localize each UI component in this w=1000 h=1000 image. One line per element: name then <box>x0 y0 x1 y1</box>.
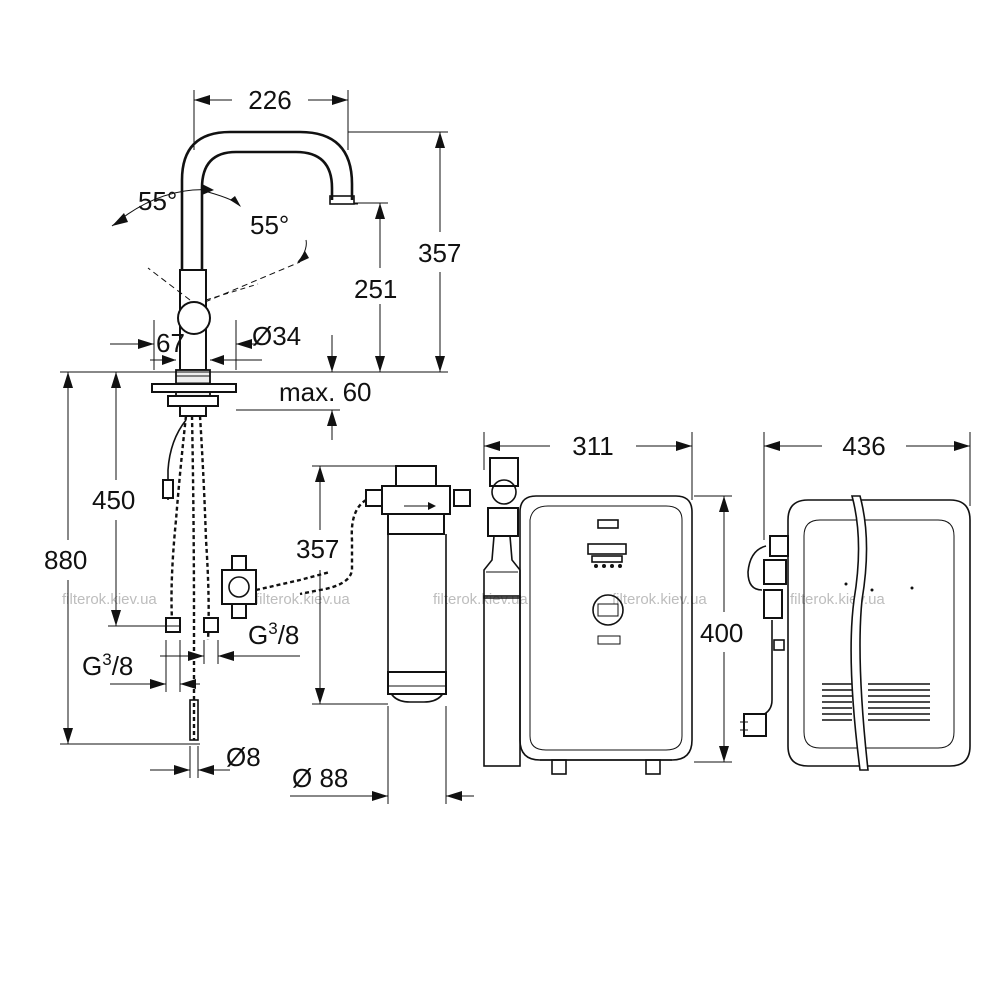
vent-grille <box>822 683 930 721</box>
dim-boiler-depth: 436 <box>842 431 885 461</box>
boiler-side-drawing <box>740 495 971 771</box>
power-plug <box>743 713 767 737</box>
dim-spout-height: 251 <box>354 274 397 304</box>
dim-angle-right: 55° <box>250 210 289 240</box>
filter-dimensions: 357 Ø 88 <box>290 465 474 804</box>
boiler-housing <box>519 495 693 761</box>
control-panel-top <box>587 543 627 555</box>
hose-fitting-left <box>165 617 181 633</box>
watermark-layer: filterok.kiev.ua filterok.kiev.ua filter… <box>62 591 885 608</box>
dim-pipe-diameter: Ø34 <box>252 321 301 351</box>
faucet-drawing <box>111 130 358 741</box>
dim-total-height: 880 <box>44 545 87 575</box>
dim-thread-right: G3/8 <box>248 619 299 650</box>
hose-fitting-right <box>203 617 219 633</box>
display-dial <box>592 594 624 626</box>
dim-hose-length: 450 <box>92 485 135 515</box>
dim-thread-left: G3/8 <box>82 650 133 681</box>
boiler-front-drawing <box>483 457 693 775</box>
filter-head-top <box>395 465 437 487</box>
filter-drawing <box>299 465 471 703</box>
spout-inner <box>200 150 334 270</box>
dim-filter-height: 357 <box>296 534 339 564</box>
boiler-foot <box>645 759 661 775</box>
dim-base-width: 67 <box>156 328 185 358</box>
faucet-dimensions: 226 55° 55° 357 251 67 Ø34 <box>44 85 461 778</box>
tube-8mm <box>189 699 199 741</box>
faucet-lever-hub <box>177 301 211 335</box>
dim-faucet-height: 357 <box>418 238 461 268</box>
spout-outer <box>180 130 354 270</box>
mounting-nut <box>167 395 219 407</box>
dim-max-thickness: max. 60 <box>279 377 372 407</box>
dim-angle-left: 55° <box>138 186 177 216</box>
dim-boiler-height: 400 <box>700 618 743 648</box>
boiler-foot <box>551 759 567 775</box>
dim-boiler-width: 311 <box>572 431 613 461</box>
co2-bottle <box>483 595 521 767</box>
counter-top <box>151 383 237 393</box>
boiler-side-dimensions: 436 <box>763 431 971 540</box>
boiler-side-housing <box>787 499 971 767</box>
watermark: filterok.kiev.ua <box>62 591 157 608</box>
watermark: filterok.kiev.ua <box>612 591 707 608</box>
spout-tip <box>329 195 355 205</box>
boiler-front-dimensions: 311 400 <box>483 431 743 763</box>
dim-filter-diameter: Ø 88 <box>292 763 348 793</box>
valve-body <box>221 569 257 605</box>
watermark: filterok.kiev.ua <box>255 591 350 608</box>
watermark: filterok.kiev.ua <box>433 591 528 608</box>
pressure-gauge <box>489 457 519 487</box>
dim-faucet-width: 226 <box>248 85 291 115</box>
dim-tube-diameter: Ø8 <box>226 742 261 772</box>
filter-head <box>381 485 451 515</box>
